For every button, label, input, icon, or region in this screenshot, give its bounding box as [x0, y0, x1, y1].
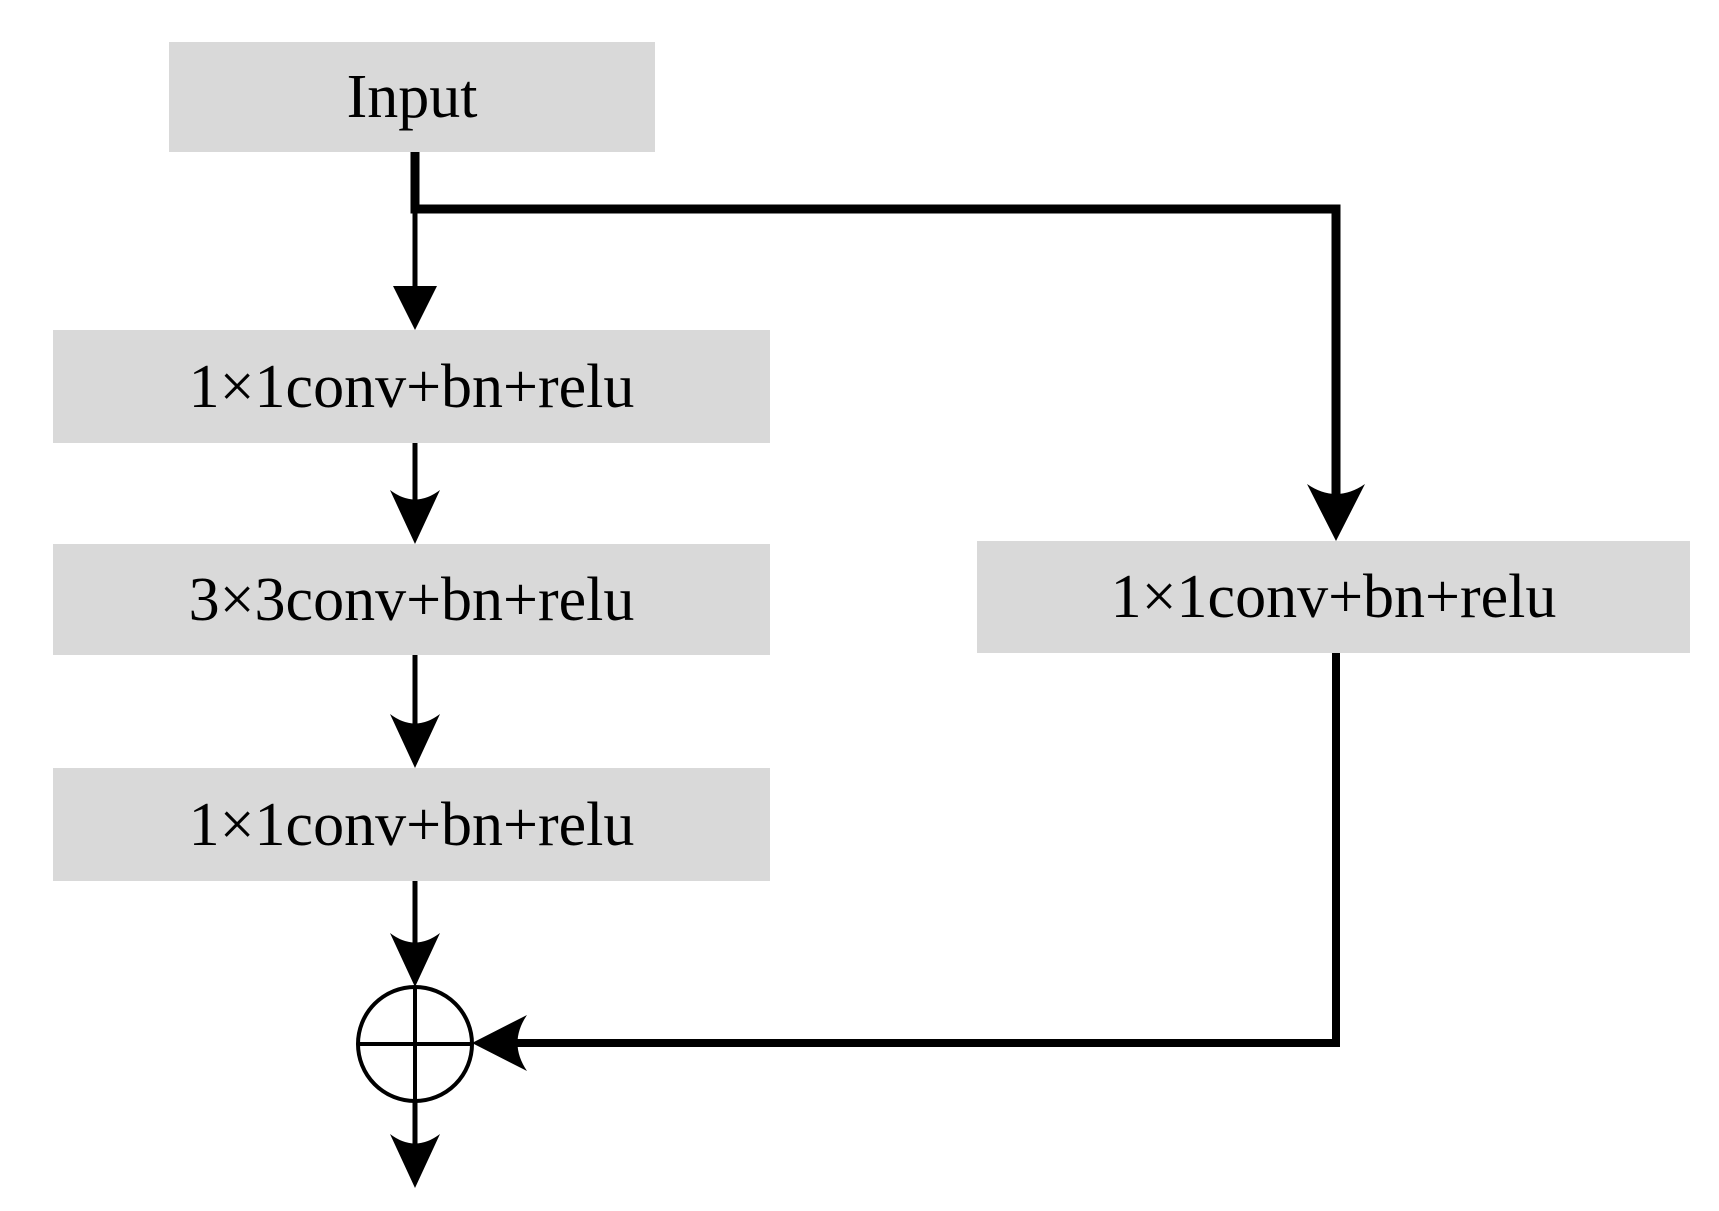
node-input: Input — [169, 42, 655, 152]
node-shortcut-conv: 1×1conv+bn+relu — [977, 541, 1690, 653]
node-conv1-label: 1×1conv+bn+relu — [188, 352, 635, 421]
node-conv2-label: 3×3conv+bn+relu — [188, 565, 635, 634]
arrow-conv3-to-add — [390, 881, 440, 987]
node-conv3-label: 1×1conv+bn+relu — [188, 790, 635, 859]
arrow-add-to-output — [390, 1101, 440, 1188]
arrow-conv1-to-conv2 — [390, 443, 440, 544]
node-shortcut-label: 1×1conv+bn+relu — [1110, 563, 1557, 631]
node-conv2: 3×3conv+bn+relu — [53, 544, 770, 655]
node-input-label: Input — [346, 63, 478, 131]
node-conv3: 1×1conv+bn+relu — [53, 768, 770, 881]
node-conv1: 1×1conv+bn+relu — [53, 330, 770, 443]
elementwise-add-icon — [356, 985, 474, 1103]
arrow-shortcut-to-add — [472, 653, 1340, 1071]
arrow-input-to-conv1 — [393, 152, 437, 330]
arrow-conv2-to-conv3 — [390, 655, 440, 768]
